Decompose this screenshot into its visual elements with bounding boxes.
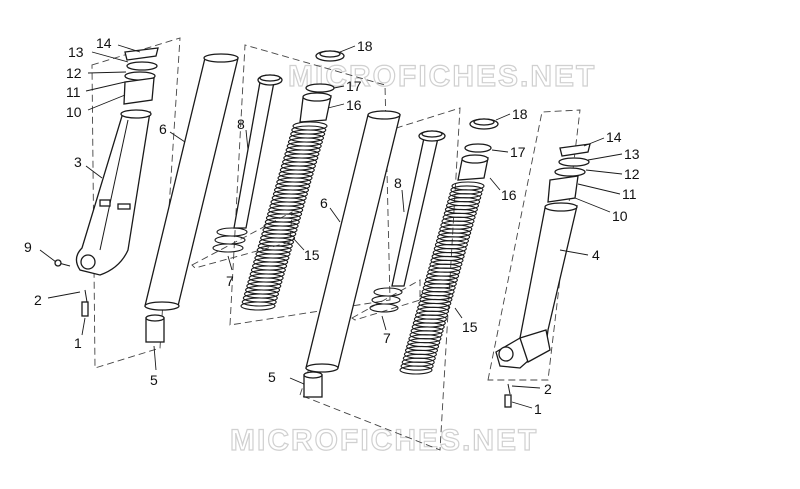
group-box-left-leg xyxy=(91,37,181,369)
damper-rod-right xyxy=(391,130,446,287)
group-box-center xyxy=(299,107,461,451)
callout-6: 6 xyxy=(320,195,328,211)
damper-rod-left xyxy=(233,74,283,229)
spring-small-left xyxy=(212,227,248,253)
callout-7: 7 xyxy=(383,330,391,346)
callout-7: 7 xyxy=(226,273,234,289)
spring-small-right xyxy=(369,287,403,313)
watermark-bottom: MICROFICHES.NET xyxy=(230,424,538,457)
callout-17: 17 xyxy=(510,144,526,160)
callout-15: 15 xyxy=(304,247,320,263)
callout-12: 12 xyxy=(624,166,640,182)
group-box-left-rod xyxy=(191,211,293,269)
callout-6: 6 xyxy=(159,121,167,137)
group-box-right-leg xyxy=(487,109,581,381)
spring-coil xyxy=(399,365,433,375)
spring-coil xyxy=(400,361,434,371)
callout-14: 14 xyxy=(96,35,112,51)
callout-12: 12 xyxy=(66,65,82,81)
washer-right-18 xyxy=(469,118,499,130)
fork-slider-right xyxy=(495,202,578,369)
oring-left-17 xyxy=(305,83,335,93)
spring-coil xyxy=(240,301,276,311)
group-box-right-rod xyxy=(351,279,421,321)
washer-left-18 xyxy=(315,50,345,62)
callout-18: 18 xyxy=(512,106,528,122)
callout-2: 2 xyxy=(34,292,42,308)
callout-17: 17 xyxy=(346,78,362,94)
callout-16: 16 xyxy=(501,187,517,203)
callout-9: 9 xyxy=(24,239,32,255)
oring-right-17 xyxy=(464,143,492,153)
cap-right-16 xyxy=(457,154,489,181)
callout-11: 11 xyxy=(66,84,81,100)
callout-1: 1 xyxy=(74,335,82,351)
callout-15: 15 xyxy=(462,319,478,335)
screw-9 xyxy=(54,259,71,267)
callout-18: 18 xyxy=(357,38,373,54)
main-spring-right xyxy=(399,181,485,375)
fork-tube-left xyxy=(144,53,239,311)
bolt-right xyxy=(504,383,512,408)
callout-10: 10 xyxy=(66,104,82,120)
watermark-top: MICROFICHES.NET xyxy=(288,60,596,93)
bushing-right-5 xyxy=(303,371,323,398)
callout-11: 11 xyxy=(622,186,637,202)
callout-10: 10 xyxy=(612,208,628,224)
callout-14: 14 xyxy=(606,129,622,145)
callout-13: 13 xyxy=(68,44,84,60)
callout-3: 3 xyxy=(74,154,82,170)
bushing-left-5 xyxy=(145,314,165,343)
fork-tube-right xyxy=(305,110,401,373)
callout-4: 4 xyxy=(592,247,600,263)
callout-1: 1 xyxy=(534,401,542,417)
callout-5: 5 xyxy=(150,372,158,388)
callout-labels: 14 13 12 11 10 3 9 2 1 6 5 8 7 15 16 17 … xyxy=(24,35,640,417)
callout-5: 5 xyxy=(268,369,276,385)
leader-lines xyxy=(39,44,623,409)
callout-8: 8 xyxy=(394,175,402,191)
cap-stack-right xyxy=(547,143,591,203)
spring-coil xyxy=(241,297,277,307)
bolt-left xyxy=(81,289,89,317)
fork-slider-left xyxy=(75,109,152,276)
callout-16: 16 xyxy=(346,97,362,113)
callout-8: 8 xyxy=(237,116,245,132)
main-spring-left xyxy=(240,121,328,311)
cap-stack-left xyxy=(123,47,159,105)
cap-left-16 xyxy=(299,92,332,123)
callout-13: 13 xyxy=(624,146,640,162)
callout-2: 2 xyxy=(544,381,552,397)
